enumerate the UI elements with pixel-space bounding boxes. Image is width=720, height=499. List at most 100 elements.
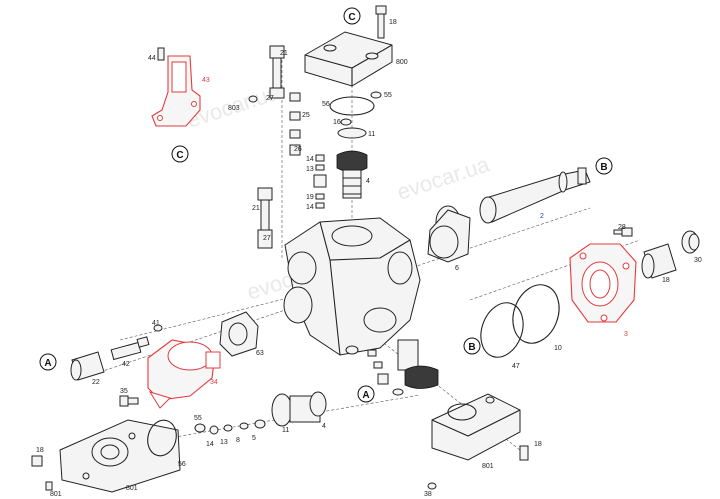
label-18b: 18	[662, 277, 670, 284]
bolt-18-top	[375, 5, 387, 39]
screw-35	[119, 395, 139, 407]
watermark-2: evocar.ua	[394, 151, 493, 204]
cover-801-right	[431, 393, 521, 461]
flange-3-highlighted	[569, 243, 637, 323]
label-44: 44	[148, 55, 156, 62]
plunger-barrel-4	[336, 150, 368, 199]
bolt-28	[613, 227, 633, 237]
ref-letter-a-left: A	[39, 353, 57, 371]
bolt-18-right	[519, 445, 529, 461]
bushing-30	[681, 230, 700, 254]
gasket-63	[219, 311, 259, 357]
cover-801-left	[59, 419, 181, 493]
bolt-18-left	[31, 455, 43, 467]
label-4b: 4	[322, 423, 326, 430]
label-27b: 27	[263, 235, 271, 242]
label-16: 16	[333, 119, 341, 126]
valve-assembly-lower	[257, 187, 273, 249]
bushing-6	[427, 205, 471, 263]
solenoid-34-highlighted	[147, 339, 221, 409]
label-803: 803	[228, 105, 240, 112]
label-47: 47	[512, 363, 520, 370]
bushing-18	[641, 243, 677, 279]
label-34: 34	[210, 379, 218, 386]
label-11: 11	[368, 131, 375, 138]
svg-text:C: C	[176, 150, 183, 161]
label-18c: 18	[36, 447, 44, 454]
label-41: 41	[152, 320, 160, 327]
svg-text:A: A	[44, 358, 51, 369]
label-19: 19	[306, 194, 314, 201]
label-28: 28	[618, 224, 626, 231]
top-cover-800	[304, 31, 393, 87]
label-26: 26	[294, 146, 302, 153]
svg-text:B: B	[468, 342, 475, 353]
label-56b: 56	[178, 461, 186, 468]
label-13b: 13	[220, 439, 228, 446]
svg-text:C: C	[348, 12, 355, 23]
valve-assembly-upper	[248, 45, 301, 156]
label-43: 43	[202, 77, 210, 84]
ref-letter-b-top: B	[595, 157, 613, 175]
label-4: 4	[366, 178, 370, 185]
label-3: 3	[624, 331, 628, 338]
label-18d: 18	[534, 441, 542, 448]
drive-shaft-2	[479, 167, 591, 224]
ref-letter-a-mid: A	[357, 385, 375, 403]
o-ring-10	[512, 284, 560, 344]
label-13: 13	[306, 166, 314, 173]
label-55: 55	[384, 92, 392, 99]
connector-42	[110, 336, 150, 361]
svg-text:A: A	[362, 390, 369, 401]
valve-stack	[313, 154, 327, 209]
ref-letter-c-left: C	[171, 145, 189, 163]
label-18: 18	[389, 19, 397, 26]
label-21: 21	[280, 50, 288, 57]
small-rings-row	[194, 419, 266, 435]
label-14c: 14	[206, 441, 214, 448]
o-ring-56	[329, 96, 375, 116]
seal-16	[340, 118, 352, 126]
washer-41	[153, 324, 163, 332]
screw-801	[45, 481, 53, 491]
sleeve-22	[70, 351, 105, 381]
label-2: 2	[540, 213, 544, 220]
label-8: 8	[236, 437, 240, 444]
label-42: 42	[122, 361, 130, 368]
ref-letter-b-mid: B	[463, 337, 481, 355]
label-55b: 55	[194, 415, 202, 422]
center-small-parts	[345, 345, 404, 396]
drive-gear-4	[271, 391, 327, 427]
bracket-43-highlighted	[151, 47, 201, 127]
label-801b: 801	[50, 491, 62, 498]
label-5: 5	[252, 435, 256, 442]
ring-11	[337, 127, 367, 139]
label-21b: 21	[252, 205, 260, 212]
washer-38	[427, 482, 437, 490]
label-35: 35	[120, 388, 128, 395]
label-27: 27	[266, 95, 274, 102]
plunger-barrel-4-lower	[397, 339, 439, 389]
label-25: 25	[302, 112, 310, 119]
label-56: 56	[322, 101, 330, 108]
label-22: 22	[92, 379, 100, 386]
o-ring-47	[480, 302, 524, 358]
label-38: 38	[424, 491, 432, 498]
o-ring-56-lower	[147, 419, 177, 457]
label-801c: 801	[482, 463, 494, 470]
pump-housing	[283, 217, 421, 356]
label-800: 800	[396, 59, 408, 66]
label-30: 30	[694, 257, 702, 264]
ref-letter-c-top: C	[343, 7, 361, 25]
label-6: 6	[455, 265, 459, 272]
label-11b: 11	[282, 427, 289, 434]
washer-55	[370, 91, 382, 99]
label-10: 10	[554, 345, 562, 352]
label-63: 63	[256, 350, 264, 357]
label-14b: 14	[306, 204, 314, 211]
label-801a: 801	[126, 485, 138, 492]
label-14: 14	[306, 156, 314, 163]
part-labels: 18 800 21 56 55 27 803 25 16 11 26 14 13…	[36, 19, 702, 498]
